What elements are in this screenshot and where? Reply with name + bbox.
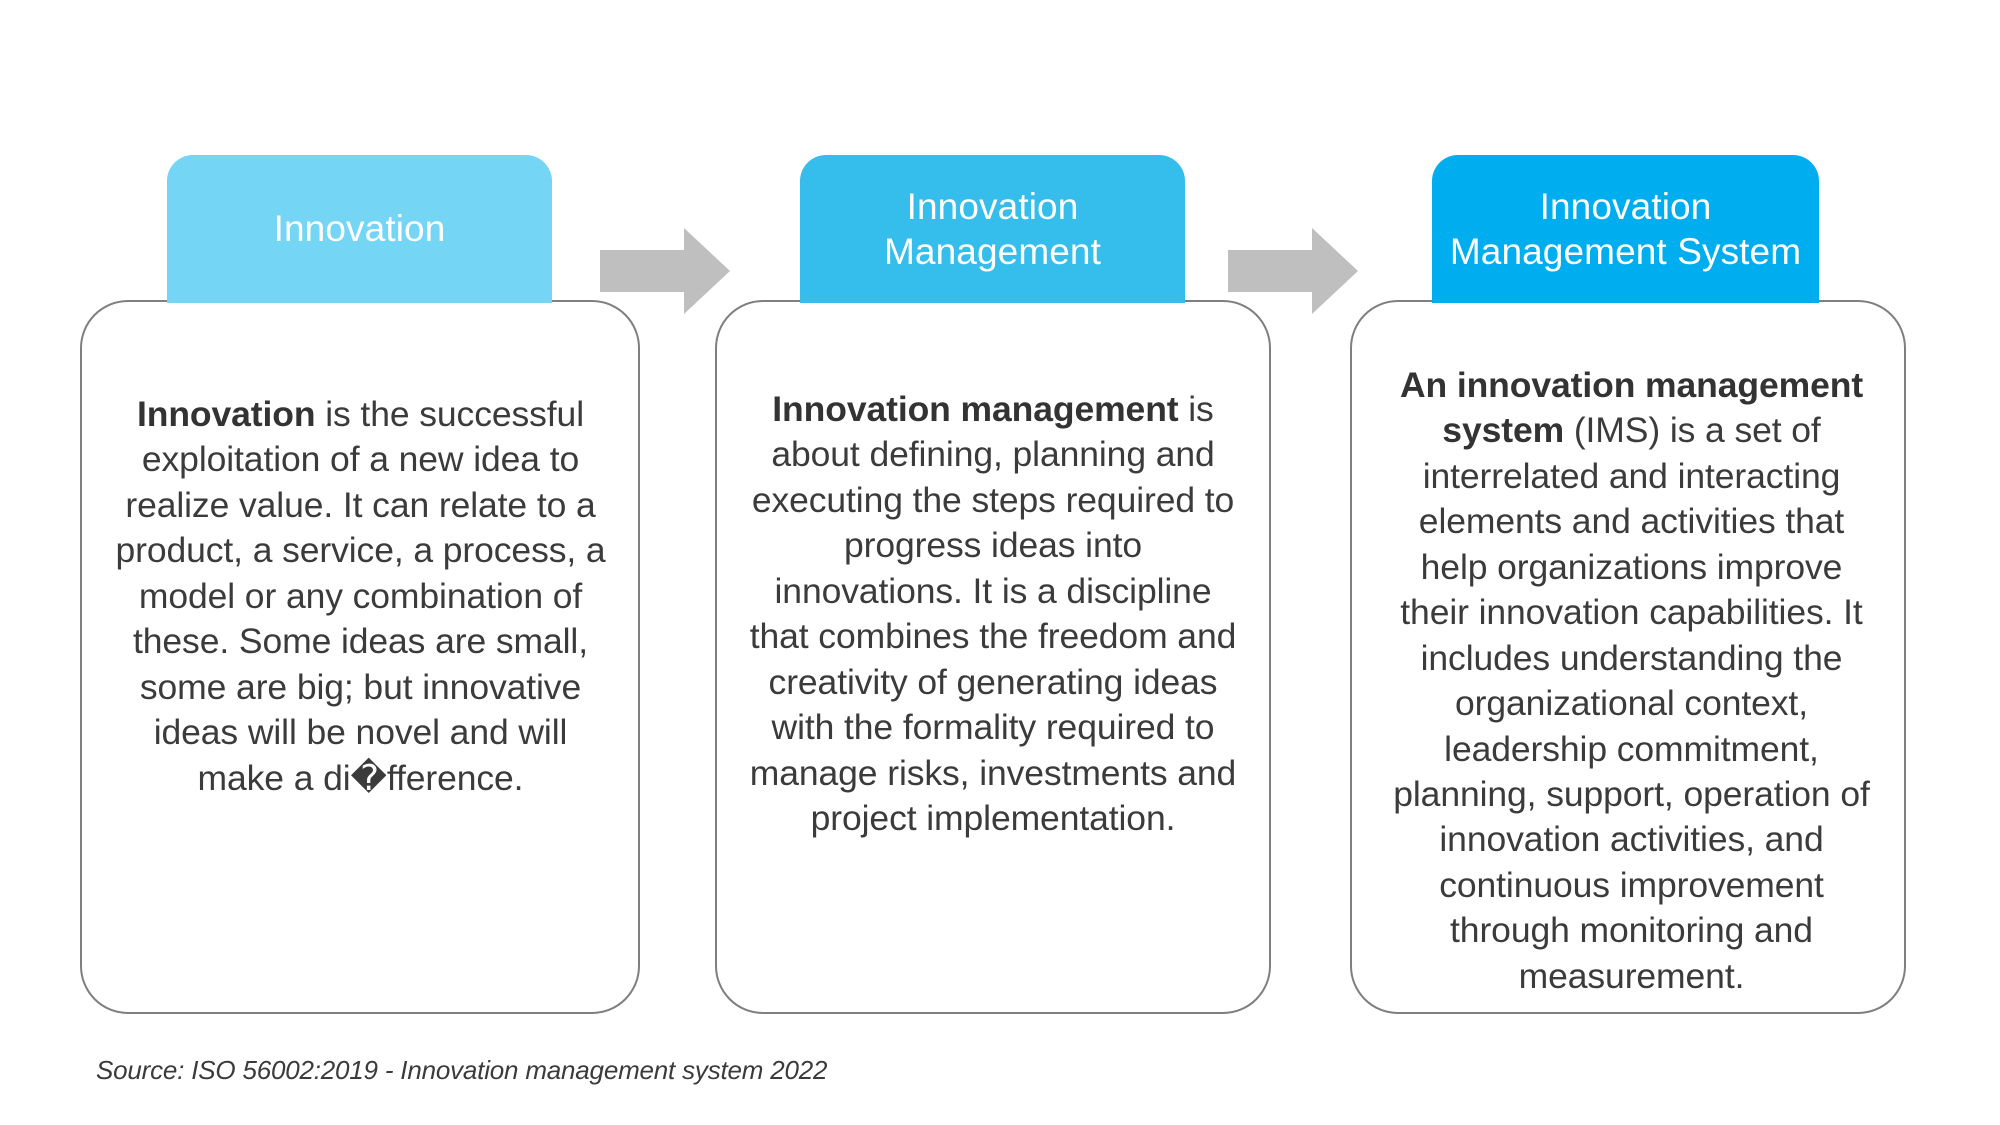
header-line: Innovation [1539,185,1712,227]
header-line: Management System [1449,231,1802,272]
stage-body-text-innovation-management: Innovation management is about defining,… [748,387,1238,841]
arrow-stage-1-to-2-icon [600,228,730,319]
stage-body-lead-3: An innovation management system [1399,365,1864,451]
stage-card-innovation [80,300,640,1014]
stage-header-innovation-management-system: Innovation Management System [1432,155,1819,303]
stage-header-label-3: Innovation Management System [1450,184,1801,274]
stage-body-text-innovation-management-system: An innovation management system (IMS) is… [1384,363,1879,999]
stage-body-rest-3: (IMS) is a set of interrelated and inter… [1393,410,1870,996]
arrow-stage-2-to-3-icon [1228,228,1358,319]
header-line: Innovation [273,208,446,250]
stage-card-innovation-management-system [1350,300,1906,1014]
stage-body-text-innovation: Innovation is the successful exploitatio… [108,392,613,801]
stage-header-innovation-management: Innovation Management [800,155,1185,303]
stage-body-rest-1: is the successful exploitation of a new … [115,394,606,798]
stage-header-innovation: Innovation [167,155,552,303]
stage-body-lead-1: Innovation [137,394,316,434]
header-line: Management [884,231,1101,272]
source-caption: Source: ISO 56002:2019 - Innovation mana… [96,1055,828,1085]
header-line: Innovation [906,185,1079,227]
stage-body-rest-2: is about defining, planning and executin… [749,389,1237,838]
stage-body-lead-2: Innovation management [772,389,1179,429]
stage-header-label-1: Innovation [274,206,446,251]
stage-header-label-2: Innovation Management [884,184,1101,274]
stage-card-innovation-management [715,300,1271,1014]
